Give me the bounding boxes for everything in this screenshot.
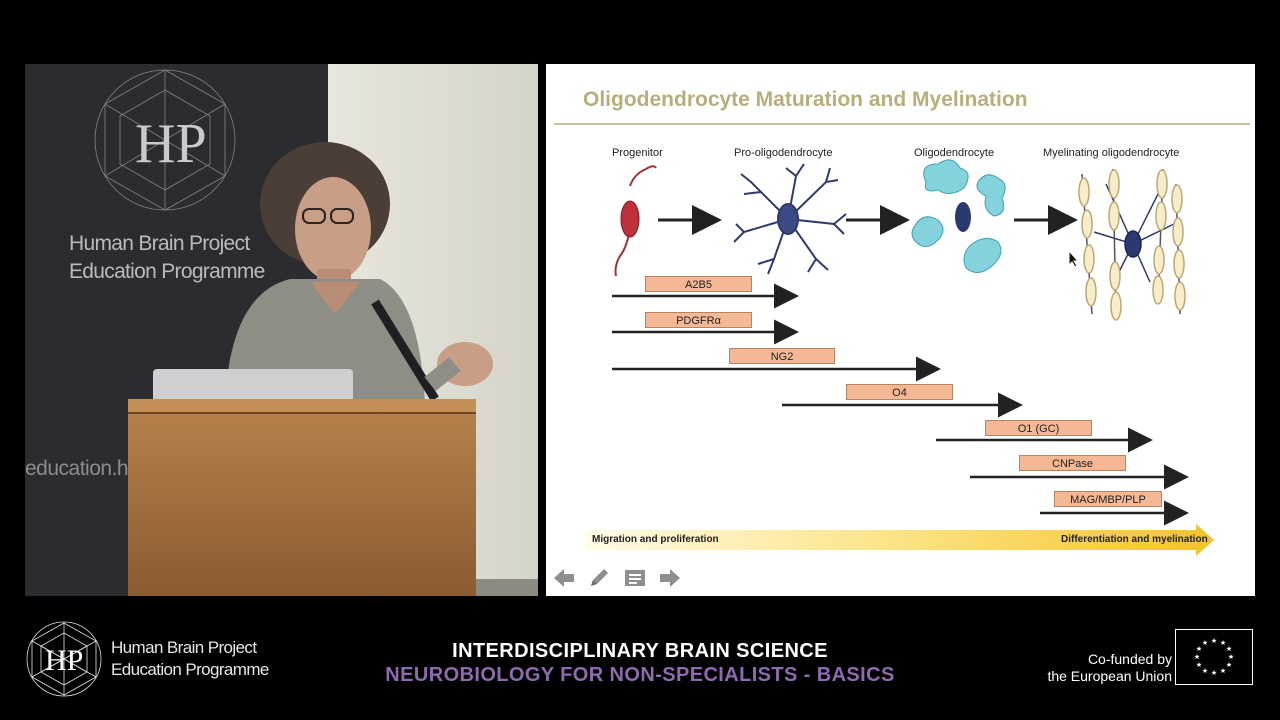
banner-url: education.h [25,457,129,480]
prev-slide-button[interactable] [551,566,577,590]
arrow-right-icon [660,569,680,587]
presentation-slide: Oligodendrocyte Maturation and Myelinati… [546,64,1255,596]
banner-title-line1: Human Brain Project [69,232,250,255]
marker-mag-mbp-plp: MAG/MBP/PLP [1054,491,1162,507]
footer-org-line1: Human Brain Project [111,638,257,657]
course-title: INTERDISCIPLINARY BRAIN SCIENCE [452,640,828,662]
stage-label-progenitor: Progenitor [612,147,663,159]
svg-text:★: ★ [1226,645,1232,653]
eu-flag-icon: ★ ★ ★ ★ ★ ★ ★ ★ ★ ★ ★ ★ [1175,629,1253,685]
svg-text:★: ★ [1211,669,1217,677]
svg-text:★: ★ [1220,667,1226,675]
bar-label-left: Migration and proliferation [592,534,719,545]
lecture-video[interactable]: HP Human Brain Project Education Program… [25,64,538,596]
marker-pdgfra: PDGFRα [645,312,752,328]
svg-text:★: ★ [1196,661,1202,669]
svg-text:★: ★ [1196,645,1202,653]
stage-label-pro-oligodendrocyte: Pro-oligodendrocyte [734,147,833,159]
oligodendrocyte-cell [911,159,1006,273]
pen-tool-button[interactable] [586,566,612,590]
banner-title: Human Brain Project Education Programme [69,230,265,286]
marker-ng2: NG2 [729,348,835,364]
mouse-cursor-icon [1068,250,1080,268]
course-subtitle: NEUROBIOLOGY FOR NON-SPECIALISTS - BASIC… [385,664,895,686]
hbp-logo-icon: HP [26,621,102,697]
svg-text:HP: HP [45,644,83,677]
svg-text:★: ★ [1226,661,1232,669]
pencil-icon [591,569,608,586]
cofund-line1: Co-funded by [1087,651,1172,667]
marker-a2b5: A2B5 [645,276,752,292]
footer-org-line2: Education Programme [111,660,269,679]
hbp-footer-logo: HP Human Brain Project Education Program… [25,620,285,698]
title-divider [554,123,1250,125]
svg-text:★: ★ [1228,653,1234,661]
svg-text:HP: HP [135,113,207,175]
notes-icon [625,570,645,586]
myelinating-oligodendrocyte-cell [1078,168,1186,321]
marker-cnpase: CNPase [1019,455,1126,471]
svg-text:★: ★ [1194,653,1200,661]
pro-oligodendrocyte-cell [733,163,847,275]
cofunded-text: Co-funded by the European Union [1047,651,1172,685]
marker-o1-gc: O1 (GC) [985,420,1092,436]
svg-text:★: ★ [1220,639,1226,647]
stage-label-myelinating: Myelinating oligodendrocyte [1043,147,1180,159]
next-slide-button[interactable] [657,566,683,590]
maturation-diagram [586,159,1214,556]
video-frame: HP [25,64,538,596]
hbp-footer-text: Human Brain Project Education Programme [111,637,269,681]
arrow-left-icon [554,569,574,587]
progenitor-cell [614,165,657,277]
svg-text:★: ★ [1211,637,1217,645]
cofund-line2: the European Union [1047,668,1172,684]
banner-title-line2: Education Programme [69,260,265,283]
svg-text:★: ★ [1202,667,1208,675]
slide-title: Oligodendrocyte Maturation and Myelinati… [583,88,1028,111]
bar-label-right: Differentiation and myelination [1061,534,1208,545]
stage-label-oligodendrocyte: Oligodendrocyte [914,147,995,159]
svg-text:★: ★ [1202,639,1208,647]
notes-button[interactable] [622,566,648,590]
marker-o4: O4 [846,384,953,400]
